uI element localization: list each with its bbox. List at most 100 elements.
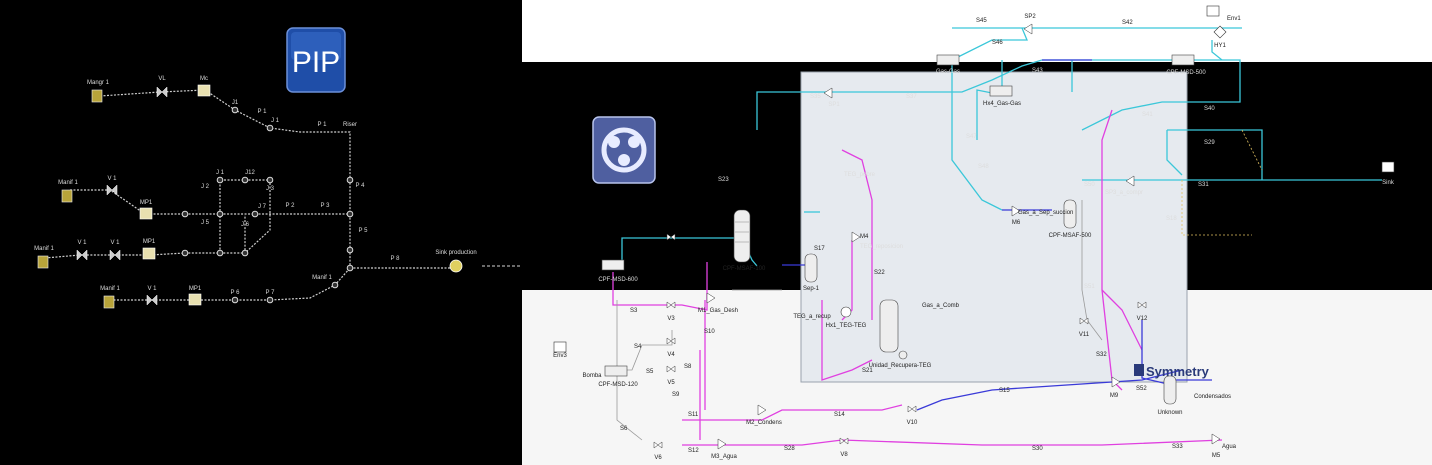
sink-block[interactable]: Sink: [1381, 161, 1395, 186]
pipesim-network-diagram: PIP Mangr 1 Manif 1 Manif 1 Manif 1 VL V…: [34, 27, 522, 309]
svg-text:Riser: Riser: [343, 122, 357, 128]
mixer-icon[interactable]: [717, 438, 727, 450]
svg-text:J 7: J 7: [258, 204, 267, 210]
svg-text:Gas_a_Comb: Gas_a_Comb: [922, 303, 960, 309]
heater-cpf-msd-500[interactable]: CPF-MSD-500: [1166, 54, 1206, 76]
valve-icon[interactable]: [156, 86, 168, 98]
transfer-arrow-icon: [482, 265, 522, 267]
heat-exchanger-hx4[interactable]: Hx4_Gas-Gas: [983, 85, 1021, 107]
choke-icon[interactable]: [188, 293, 202, 306]
source-manifold-1[interactable]: Mangr 1: [87, 80, 110, 103]
mixer-icon[interactable]: [757, 404, 767, 416]
choke-icon[interactable]: [142, 247, 156, 260]
svg-text:Manif 1: Manif 1: [100, 286, 120, 292]
heater-cpf-msd-120[interactable]: CPF-MSD-120: [598, 365, 638, 388]
svg-text:P 1: P 1: [318, 122, 328, 128]
environment-env1[interactable]: Env1 HY1: [1206, 5, 1241, 49]
svg-text:S8: S8: [684, 364, 692, 370]
svg-text:CPF-MSD-600: CPF-MSD-600: [598, 277, 638, 283]
valve-icon[interactable]: [907, 405, 917, 413]
heat-exchanger-hx1[interactable]: Hx1_TEG-TEG: [826, 306, 867, 329]
svg-text:V6: V6: [654, 455, 662, 461]
column-cpf-msaf-500[interactable]: CPF-MSAF-500: [1049, 199, 1092, 239]
choke-icon[interactable]: [197, 84, 211, 97]
valve-icon[interactable]: [109, 249, 121, 261]
valve-icon[interactable]: [1137, 301, 1147, 309]
mixer-icon[interactable]: [1111, 376, 1121, 388]
source-manifold-4[interactable]: Manif 1: [100, 286, 120, 309]
column-cpf-msaf-100[interactable]: CPF-MSAF-100: [723, 209, 766, 272]
svg-text:Env3: Env3: [553, 353, 567, 359]
svg-text:Bomba: Bomba: [582, 373, 602, 379]
svg-text:S32: S32: [1096, 352, 1107, 358]
splitter-icon[interactable]: [1023, 23, 1033, 35]
valve-icon[interactable]: [1079, 317, 1089, 325]
mixer-icon[interactable]: [851, 231, 861, 243]
svg-text:P 1: P 1: [258, 109, 268, 115]
svg-text:J 2: J 2: [201, 184, 210, 190]
junction-node[interactable]: [346, 210, 354, 218]
svg-text:S12: S12: [688, 448, 699, 454]
valve-icon[interactable]: [666, 337, 676, 345]
splitter-icon[interactable]: [823, 87, 833, 99]
valve-icon[interactable]: [839, 437, 849, 445]
svg-text:Sink production: Sink production: [435, 250, 476, 256]
svg-text:S29: S29: [1204, 140, 1215, 146]
network-junctions: [181, 106, 354, 304]
junction-node[interactable]: [216, 210, 224, 218]
svg-text:S15: S15: [999, 388, 1010, 394]
valve-icon[interactable]: [106, 184, 118, 196]
junction-node[interactable]: [266, 296, 274, 304]
svg-text:HY1: HY1: [1214, 43, 1226, 49]
junction-node[interactable]: [181, 249, 189, 257]
mixer-icon[interactable]: [1211, 433, 1221, 445]
mixer-icon[interactable]: [1011, 205, 1021, 217]
junction-node[interactable]: [346, 264, 354, 272]
valve-icon[interactable]: [666, 233, 676, 241]
svg-text:V 1: V 1: [107, 176, 117, 182]
junction-node[interactable]: [346, 176, 354, 184]
svg-text:J1: J1: [232, 100, 239, 106]
svg-text:S23: S23: [718, 177, 729, 183]
junction-node[interactable]: [231, 106, 239, 114]
svg-text:TEG_reposicion: TEG_reposicion: [860, 244, 903, 250]
valve-icon[interactable]: [653, 441, 663, 449]
svg-text:M9: M9: [1110, 393, 1119, 399]
process-valves: [653, 233, 1147, 449]
source-manifold-2[interactable]: Manif 1: [58, 180, 78, 203]
valve-icon[interactable]: [146, 294, 158, 306]
junction-node[interactable]: [241, 176, 249, 184]
drum-sep-1[interactable]: Sep-1: [803, 253, 820, 292]
environment-env3[interactable]: Env3: [553, 341, 567, 359]
junction-node[interactable]: [216, 249, 224, 257]
splitter-icon[interactable]: [1125, 175, 1135, 187]
valve-icon[interactable]: [666, 301, 676, 309]
junction-node[interactable]: [251, 210, 259, 218]
heater-cpf-msd-600[interactable]: CPF-MSD-600: [598, 259, 638, 283]
svg-text:S14: S14: [834, 412, 845, 418]
svg-text:CPF-MSAF-500: CPF-MSAF-500: [1049, 233, 1092, 239]
junction-node[interactable]: [231, 296, 239, 304]
junction-node[interactable]: [266, 124, 274, 132]
valve-icon[interactable]: [666, 365, 676, 373]
svg-text:Manif 1: Manif 1: [34, 246, 54, 252]
choke-icon[interactable]: [139, 207, 153, 220]
drum-unknown[interactable]: Unknown: [1157, 375, 1183, 416]
mixer-icon[interactable]: [706, 292, 716, 304]
junction-node[interactable]: [216, 176, 224, 184]
junction-node[interactable]: [181, 210, 189, 218]
junction-node[interactable]: [346, 246, 354, 254]
column-unidad-recupera-teg[interactable]: Unidad_Recupera-TEG: [869, 299, 932, 369]
valve-icon[interactable]: [76, 249, 88, 261]
source-manifold-3[interactable]: Manif 1: [34, 246, 54, 269]
symmetry-watermark: Symmetry: [1134, 364, 1210, 379]
svg-text:MP1: MP1: [140, 200, 153, 206]
svg-text:CPF-MSD-120: CPF-MSD-120: [598, 382, 638, 388]
heat-exchanger-gas-gas[interactable]: Gas-Gas: [936, 54, 960, 75]
junction-node[interactable]: [331, 281, 339, 289]
junction-node[interactable]: [241, 249, 249, 257]
svg-text:S37: S37: [906, 94, 917, 100]
svg-text:SP1: SP1: [828, 102, 840, 108]
sink-production[interactable]: Sink production: [435, 250, 477, 273]
junction-node[interactable]: [266, 176, 274, 184]
